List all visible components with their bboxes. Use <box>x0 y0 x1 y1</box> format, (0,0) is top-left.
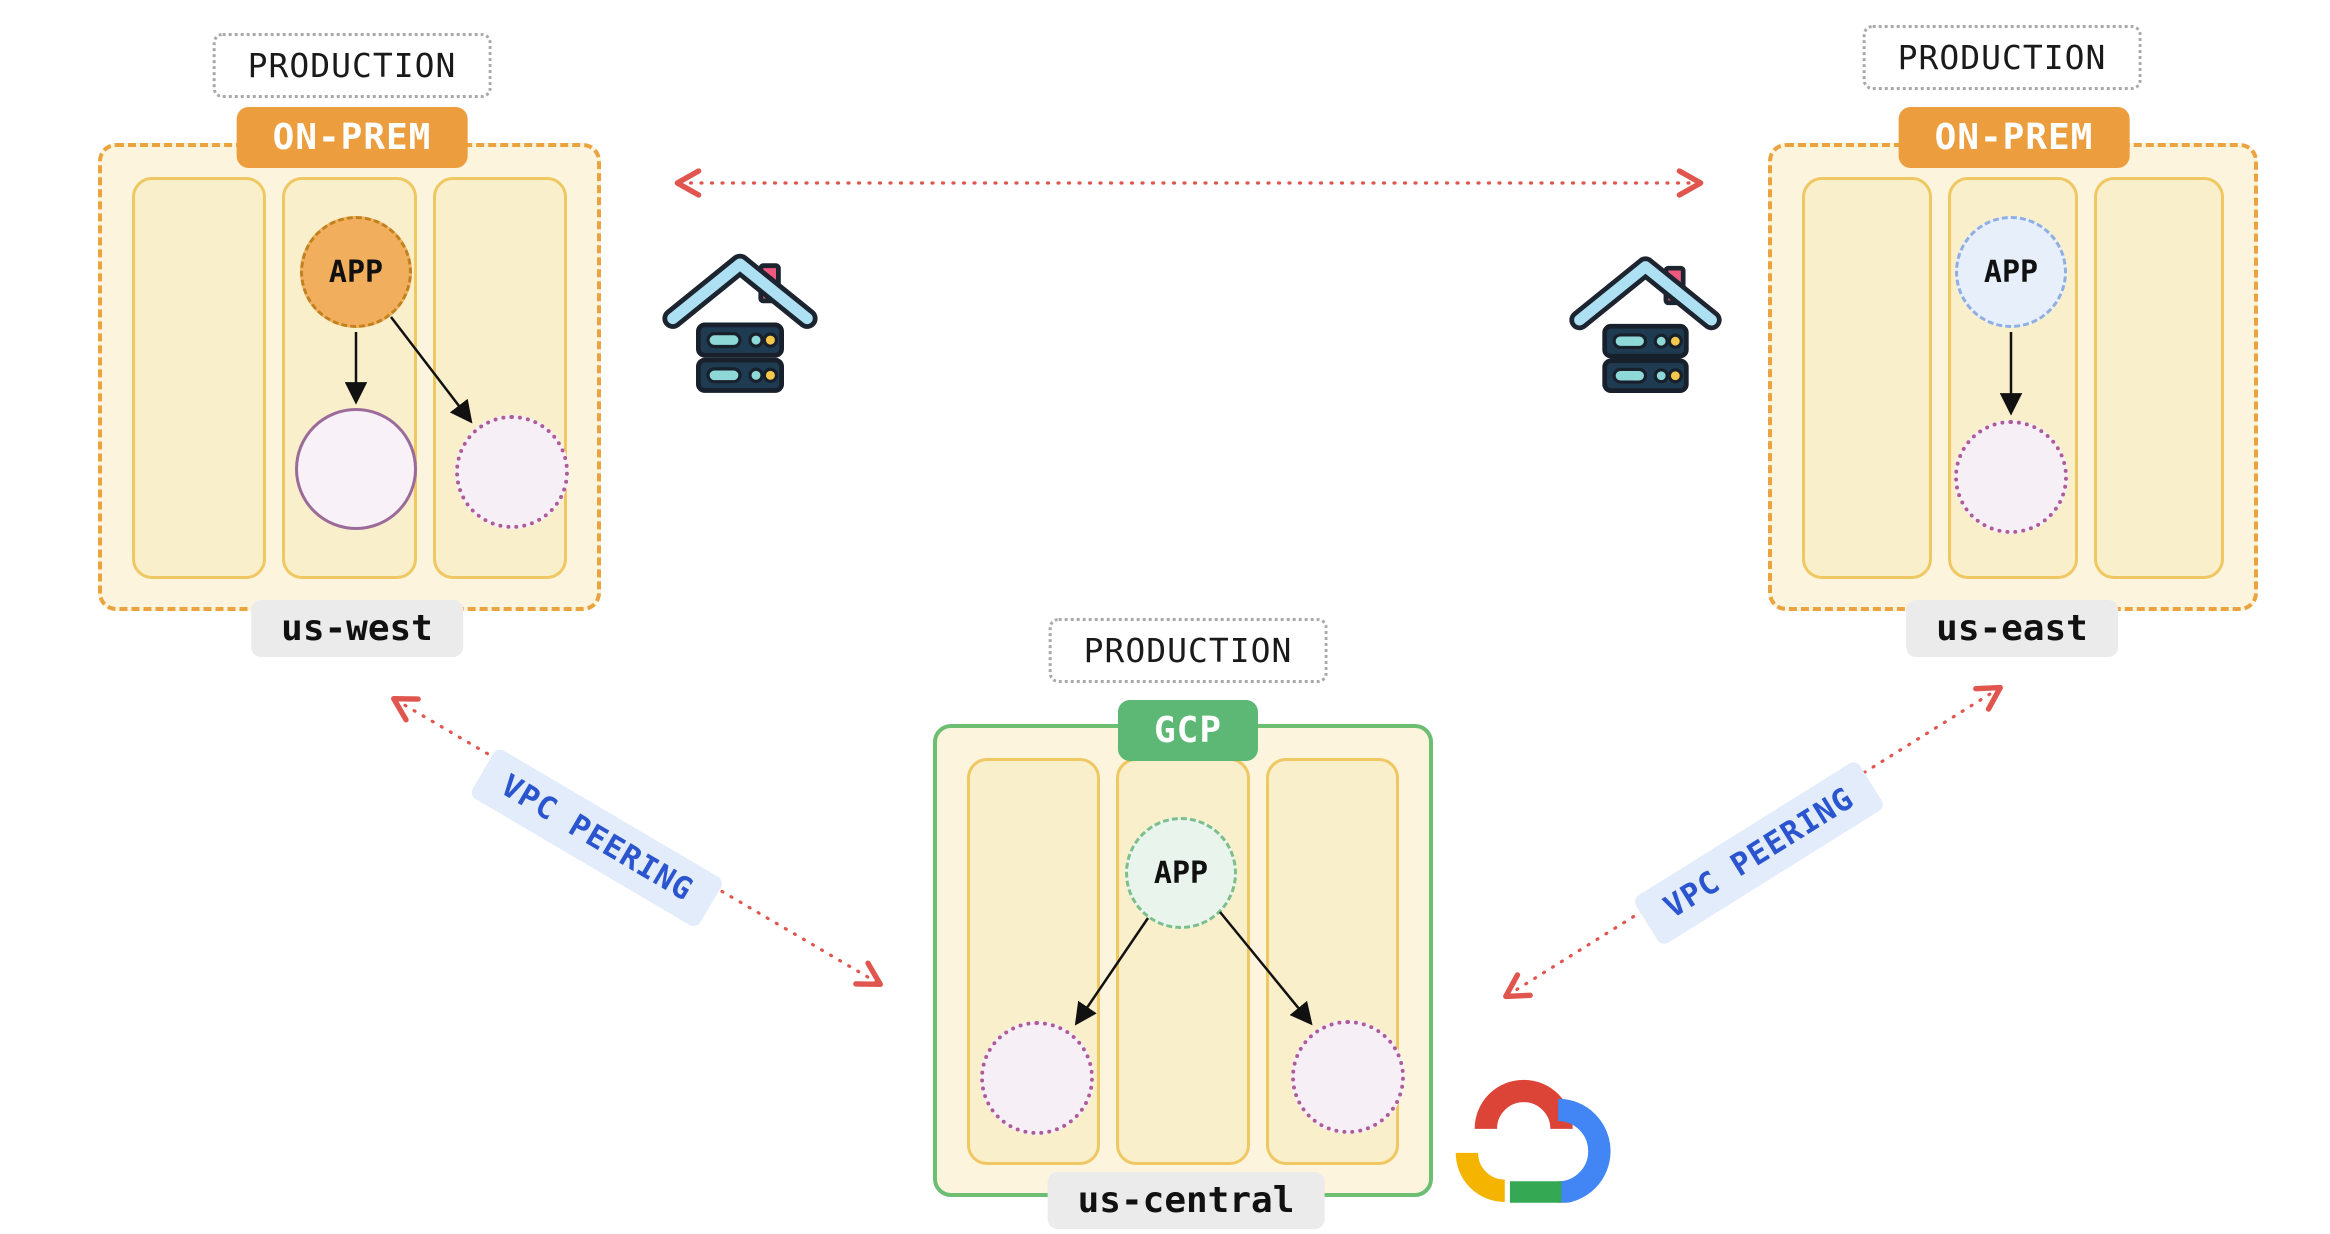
region-label-us-west: us-west <box>251 600 463 657</box>
replica-node-solid-us-west <box>295 408 417 530</box>
replica-node-dotted-right-us-central <box>1291 1020 1405 1134</box>
app-node-us-east: APP <box>1955 216 2067 328</box>
app-node-us-west: APP <box>300 216 412 328</box>
replica-node-dotted-left-us-central <box>980 1021 1094 1135</box>
app-node-us-central: APP <box>1125 817 1237 929</box>
lane <box>1802 177 1932 579</box>
onprem-container-us-east <box>1768 143 2258 611</box>
production-label-us-east: PRODUCTION <box>1862 25 2142 90</box>
production-label-us-west: PRODUCTION <box>212 33 492 98</box>
vpc-peering-label-central-east: VPC PEERING <box>1632 759 1886 947</box>
google-cloud-icon <box>1448 1065 1620 1203</box>
replica-node-dotted-us-east <box>1954 420 2068 534</box>
gcp-badge-us-central: GCP <box>1117 700 1259 761</box>
vpc-peering-label-west-central: VPC PEERING <box>468 746 726 930</box>
production-label-us-central: PRODUCTION <box>1048 618 1328 683</box>
onprem-badge-us-east: ON-PREM <box>1898 107 2130 168</box>
onprem-badge-us-west: ON-PREM <box>236 107 468 168</box>
region-label-us-central: us-central <box>1047 1172 1325 1229</box>
replica-node-dotted-us-west <box>455 415 569 529</box>
house-server-icon <box>660 236 820 401</box>
lane <box>2094 177 2224 579</box>
lane <box>132 177 267 579</box>
onprem-container-us-west <box>98 143 601 611</box>
region-label-us-east: us-east <box>1906 600 2118 657</box>
house-server-icon <box>1567 240 1724 400</box>
